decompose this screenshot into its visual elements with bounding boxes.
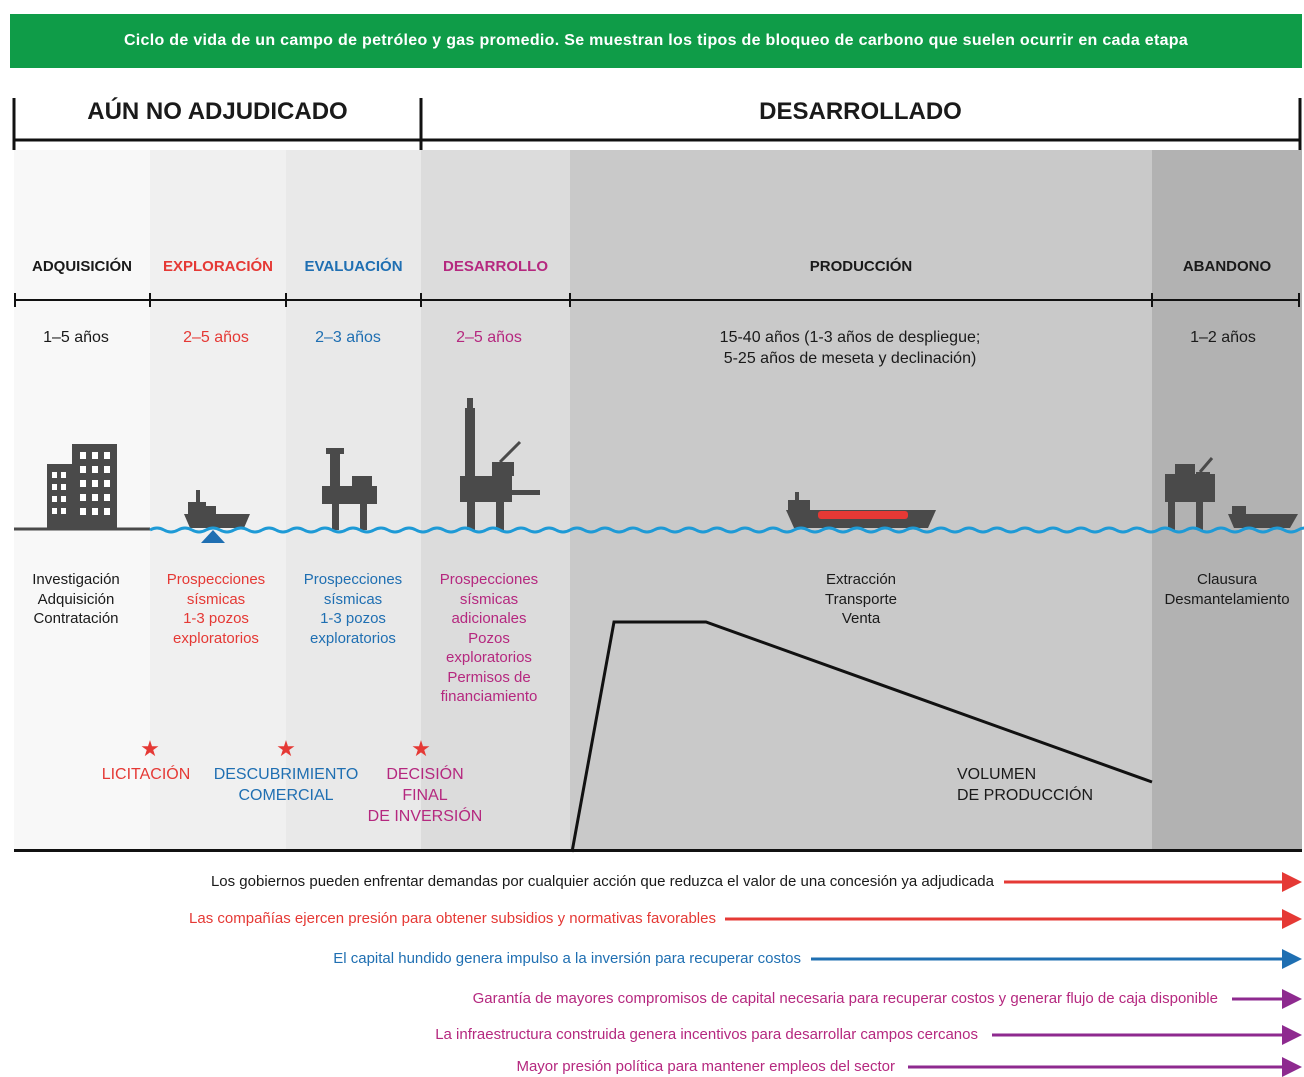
activity-line: Venta	[841, 610, 881, 627]
activity-line: financiamiento	[440, 688, 538, 705]
years-production-line: 5-25 años de meseta y declinación)	[723, 350, 977, 367]
diagram-title: Ciclo de vida de un campo de petróleo y …	[123, 32, 1189, 49]
milestone-line: FINAL	[402, 787, 448, 804]
jackup-rig-icon	[322, 448, 377, 530]
lockin-arrows	[725, 872, 1302, 1077]
production-volume-curve	[570, 620, 1153, 853]
activity-line: Transporte	[825, 590, 897, 608]
stage-exploration: EXPLORACIÓN	[162, 258, 273, 275]
arrow-icon	[908, 1057, 1302, 1077]
years-production: 15-40 años (1-3 años de despliegue; 5-25…	[570, 327, 1130, 369]
activity-line: sísmicas	[186, 590, 246, 608]
phase-not-awarded: AÚN NO ADJUDICADO	[87, 98, 348, 125]
title-banner: Ciclo de vida de un campo de petróleo y …	[10, 14, 1302, 68]
lockin-note: Mayor presión política para mantener emp…	[516, 1058, 895, 1075]
activity-line: sísmicas	[323, 590, 383, 608]
star-icon: ★	[276, 736, 296, 761]
activity-line: Prospecciones	[303, 571, 403, 588]
activity-line: exploratorios	[446, 649, 532, 666]
activity-line: exploratorios	[310, 629, 396, 647]
activities-development: Prospecciones sísmicas adicionales Pozos…	[421, 570, 557, 707]
water-surface	[149, 526, 1304, 534]
phase-developed: DESARROLLADO	[759, 98, 962, 125]
activities-exploration: Prospecciones sísmicas 1-3 pozos explora…	[150, 570, 282, 648]
tanker-icon	[786, 492, 936, 528]
activities-abandonment: Clausura Desmantelamiento	[1152, 570, 1302, 609]
production-label-line: DE PRODUCCIÓN	[957, 787, 1094, 804]
seismic-ship-icon	[184, 490, 250, 543]
production-volume-label: VOLUMEN DE PRODUCCIÓN	[957, 764, 1093, 806]
activity-line: 1-3 pozos	[320, 610, 386, 627]
bg-production	[570, 150, 1152, 850]
milestone-tender: LICITACIÓN	[101, 766, 191, 783]
years-acquisition: 1–5 años	[43, 329, 109, 346]
milestone-line: DESCUBRIMIENTO	[213, 766, 359, 783]
bg-exploration	[150, 150, 286, 850]
activity-line: Adquisición	[37, 590, 115, 608]
arrow-icon	[1232, 989, 1302, 1009]
stage-evaluation: EVALUACIÓN	[304, 258, 403, 275]
stage-production: PRODUCCIÓN	[809, 258, 913, 275]
milestone-line: DE INVERSIÓN	[367, 808, 483, 825]
arrow-icon	[811, 949, 1302, 969]
activity-line: Contratación	[33, 610, 119, 627]
activity-line: sísmicas	[459, 590, 519, 608]
lockin-note: El capital hundido genera impulso a la i…	[333, 950, 801, 967]
lockin-note: Garantía de mayores compromisos de capit…	[472, 990, 1218, 1007]
stage-acquisition: ADQUISICIÓN	[31, 258, 132, 275]
activity-line: Investigación	[32, 571, 120, 588]
years-development: 2–5 años	[456, 329, 522, 346]
stage-development: DESARROLLO	[443, 258, 548, 275]
arrow-icon	[725, 909, 1302, 929]
milestone-fid: DECISIÓN FINAL DE INVERSIÓN	[356, 764, 494, 827]
activity-line: Prospecciones	[166, 571, 266, 588]
activity-line: Extracción	[825, 571, 897, 588]
star-icon: ★	[411, 736, 431, 761]
lockin-note: Los gobiernos pueden enfrentar demandas …	[210, 873, 994, 890]
activity-line: Permisos de	[447, 668, 531, 686]
arrow-icon	[1004, 872, 1302, 892]
arrow-icon	[992, 1025, 1302, 1045]
baseline	[14, 849, 1302, 852]
lockin-note: Las compañías ejercen presión para obten…	[189, 910, 716, 927]
platform-icon	[460, 398, 540, 530]
activities-evaluation: Prospecciones sísmicas 1-3 pozos explora…	[286, 570, 420, 648]
activity-line: Clausura	[1196, 571, 1258, 588]
activity-line: Desmantelamiento	[1164, 590, 1290, 608]
activities-production: Extracción Transporte Venta	[570, 570, 1152, 629]
milestone-line: COMERCIAL	[238, 787, 334, 804]
stage-timeline	[14, 293, 1300, 307]
lockin-note: La infraestructura construida genera inc…	[435, 1026, 978, 1043]
activity-line: Pozos	[468, 629, 510, 647]
phase-brackets	[12, 98, 1302, 150]
stage-abandonment: ABANDONO	[1182, 258, 1272, 275]
activity-line: exploratorios	[173, 629, 259, 647]
years-production-line: 15-40 años (1-3 años de despliegue;	[719, 329, 981, 346]
milestone-line: DECISIÓN	[386, 766, 464, 783]
office-building-icon	[47, 444, 117, 529]
star-icon: ★	[140, 736, 160, 761]
decommission-platform-icon	[1165, 457, 1298, 530]
activities-acquisition: Investigación Adquisición Contratación	[14, 570, 138, 629]
years-evaluation: 2–3 años	[315, 329, 381, 346]
activity-line: adicionales	[451, 610, 527, 627]
years-exploration: 2–5 años	[183, 329, 249, 346]
production-label-line: VOLUMEN	[957, 766, 1037, 783]
activity-line: Prospecciones	[439, 571, 539, 588]
infrastructure-illustration	[14, 398, 1304, 543]
years-abandonment: 1–2 años	[1190, 329, 1256, 346]
milestone-discovery: DESCUBRIMIENTO COMERCIAL	[206, 764, 366, 806]
activity-line: 1-3 pozos	[183, 610, 249, 627]
